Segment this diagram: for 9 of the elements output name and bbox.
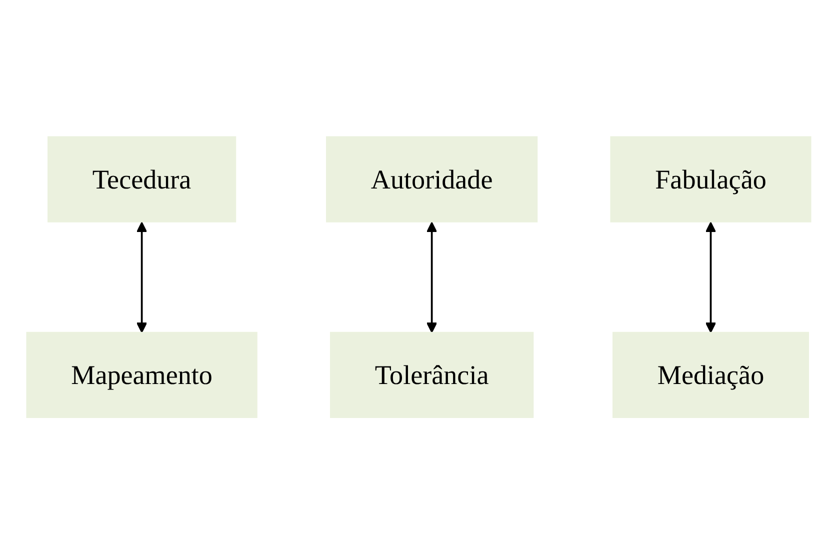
- double-headed-arrow: [705, 222, 716, 333]
- concept-box: Mediação: [612, 332, 809, 418]
- concept-box: Fabulação: [610, 136, 812, 222]
- concept-box: Tecedura: [47, 136, 236, 222]
- concept-box: Autoridade: [326, 136, 538, 222]
- double-headed-arrow: [136, 222, 147, 333]
- double-headed-arrow: [426, 222, 437, 333]
- concept-box: Tolerância: [330, 332, 534, 418]
- concept-box: Mapeamento: [26, 332, 258, 418]
